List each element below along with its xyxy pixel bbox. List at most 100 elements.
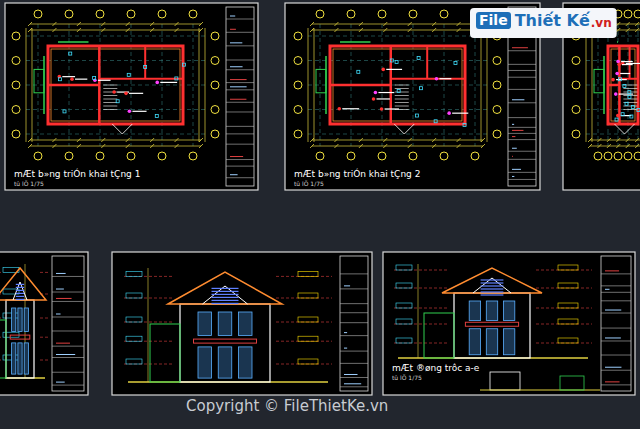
cad-line xyxy=(622,64,633,65)
cad-line xyxy=(230,16,235,17)
cad-line xyxy=(481,138,485,142)
cad-rect xyxy=(454,62,457,65)
cad-rect xyxy=(298,317,318,322)
cad-rect xyxy=(52,256,84,391)
cad-rect xyxy=(558,303,578,308)
axis-bubble xyxy=(34,10,42,18)
room-tag xyxy=(337,107,341,111)
cad-rect xyxy=(63,110,66,113)
cad-line xyxy=(126,138,130,142)
cad-line xyxy=(617,41,618,43)
axis-bubble xyxy=(624,10,632,18)
logo-ground xyxy=(470,8,617,38)
cad-rect xyxy=(198,312,212,335)
cad-rect xyxy=(419,87,422,90)
cad-line xyxy=(52,138,56,142)
cad-line xyxy=(16,293,24,294)
cad-line xyxy=(103,85,117,86)
cad-line xyxy=(395,106,409,107)
axis-bubble xyxy=(294,81,302,89)
room-tag xyxy=(155,81,159,85)
cad-rect xyxy=(198,347,212,378)
cad-line xyxy=(212,297,239,298)
axis-bubble xyxy=(604,152,612,160)
cad-line xyxy=(481,279,504,280)
cad-line xyxy=(377,98,390,99)
cad-line xyxy=(359,144,363,148)
cad-rect xyxy=(503,329,514,355)
room-tag xyxy=(616,114,620,118)
gable xyxy=(13,282,27,300)
cad-line xyxy=(418,264,419,358)
cad-line xyxy=(320,24,321,146)
cad-line xyxy=(508,133,536,134)
cad-line xyxy=(601,285,631,286)
cad-line xyxy=(103,99,117,100)
cad-line xyxy=(601,328,631,329)
cad-rect xyxy=(490,372,520,390)
scale-note: tû lÖ 1/75 xyxy=(294,181,324,188)
axis-bubble xyxy=(96,10,104,18)
cad-line xyxy=(590,146,640,147)
cad-rect xyxy=(601,256,631,391)
cad-line xyxy=(601,313,631,314)
cad-line xyxy=(432,22,436,26)
cad-line xyxy=(508,127,536,128)
axis-bubble xyxy=(12,130,20,138)
cad-rect xyxy=(58,78,61,81)
cad-rect xyxy=(298,336,318,341)
cad-line xyxy=(481,294,504,295)
cad-line xyxy=(426,46,428,79)
cad-line xyxy=(342,108,359,109)
cad-line xyxy=(28,28,32,32)
axis-bubble xyxy=(211,81,219,89)
cad-line xyxy=(101,28,105,32)
cad-line xyxy=(605,270,619,271)
axis-bubble xyxy=(127,152,135,160)
cad-line xyxy=(340,335,368,336)
axis-bubble xyxy=(378,10,386,18)
cad-line xyxy=(481,291,504,292)
cad-line xyxy=(340,303,368,304)
cad-line xyxy=(103,88,117,89)
cad-line xyxy=(230,79,247,80)
cad-line xyxy=(199,28,203,32)
cad-line xyxy=(126,144,130,148)
cad-line xyxy=(308,85,487,86)
axis-bubble xyxy=(493,130,501,138)
cad-rect xyxy=(621,113,624,116)
cad-rect xyxy=(628,91,631,94)
scale-note: tû lÖ 1/75 xyxy=(14,181,44,188)
axis-bubble xyxy=(316,152,324,160)
cad-rect xyxy=(503,301,514,321)
cad-line xyxy=(588,144,592,148)
cad-line xyxy=(597,138,601,142)
cad-line xyxy=(626,144,630,148)
cad-line xyxy=(75,79,87,80)
cad-line xyxy=(212,300,239,301)
room-tag xyxy=(381,68,385,72)
cad-rect xyxy=(558,319,578,324)
cad-rect xyxy=(454,293,530,358)
cad-line xyxy=(344,285,350,286)
cad-line xyxy=(52,276,84,277)
cad-line xyxy=(52,385,84,386)
cad-line xyxy=(607,144,611,148)
cad-line xyxy=(226,45,254,46)
cad-rect xyxy=(93,77,96,80)
room-tag xyxy=(374,91,378,95)
axis-bubble xyxy=(440,152,448,160)
cad-line xyxy=(226,159,254,160)
cad-line xyxy=(481,288,504,289)
cad-line xyxy=(0,318,1,319)
cad-rect xyxy=(155,114,158,117)
cad-rect xyxy=(631,106,634,109)
cad-rect xyxy=(239,347,253,378)
cad-line xyxy=(16,287,24,288)
cad-line xyxy=(408,138,412,142)
axis-bubble xyxy=(127,10,135,18)
cad-line xyxy=(457,138,461,142)
cad-rect xyxy=(126,359,142,364)
cad-line xyxy=(310,138,314,142)
cad-line xyxy=(56,354,75,355)
